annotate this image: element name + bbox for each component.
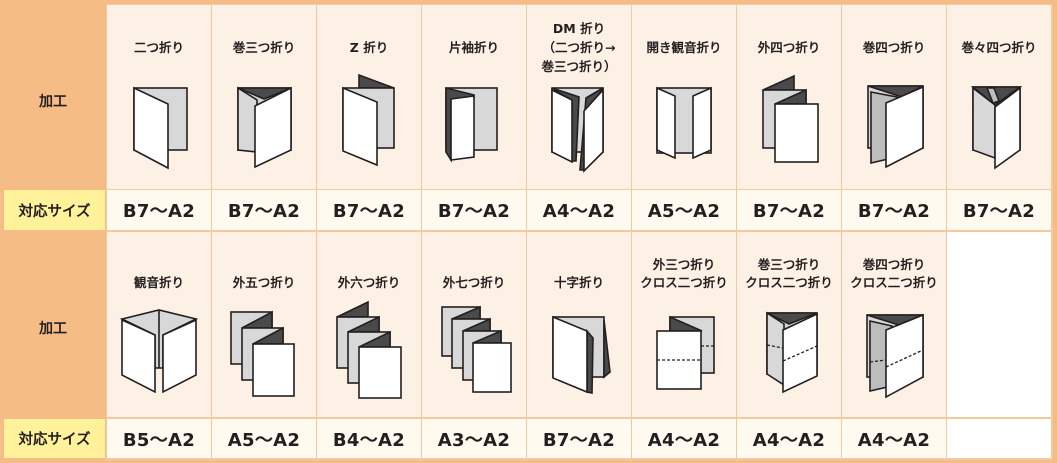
fold-cell: 観音折り — [107, 232, 211, 417]
size-cell: B7～A2 — [737, 190, 841, 230]
fold-cell: 二つ折り — [107, 5, 211, 189]
size-cell: B7～A2 — [842, 190, 946, 230]
fold-cell: 外七つ折り — [422, 232, 526, 417]
row-label-size: 対応サイズ — [4, 190, 105, 230]
fold-cell: 開き観音折り — [632, 5, 736, 189]
fold-cell: 十字折り — [527, 232, 631, 417]
fold-title: 外五つ折り — [232, 275, 296, 290]
double-roll-four-fold-icon — [970, 86, 1023, 170]
roll-tri-cross-fold-icon — [766, 311, 818, 394]
size-cell: A3～A2 — [422, 419, 526, 458]
fold-title: 片袖折り — [448, 40, 499, 55]
accordion-tri-cross-fold-icon — [656, 315, 715, 390]
fold-title: 外三つ折り クロス二つ折り — [640, 257, 728, 290]
fold-title: 外四つ折り — [757, 40, 821, 55]
fold-cell: 巻三つ折り — [212, 5, 316, 189]
fold-title: 開き観音折り — [646, 40, 722, 55]
fold-title: 二つ折り — [133, 40, 184, 55]
open-gate-fold-icon — [656, 86, 712, 160]
fold-cell: 外四つ折り — [737, 5, 841, 189]
accordion-seven-fold-icon — [441, 305, 512, 393]
fold-title: 巻三つ折り クロス二つ折り — [745, 257, 833, 290]
roll-tri-fold-icon — [237, 86, 292, 169]
row-label-process: 加工 — [39, 94, 67, 110]
gate-fold-icon — [119, 309, 199, 394]
fold-title: 十字折り — [553, 275, 604, 290]
dm-fold-icon — [551, 87, 604, 173]
z-fold-icon — [342, 73, 395, 167]
two-fold-icon — [133, 86, 188, 170]
fold-title: 巻々四つ折り — [961, 40, 1037, 55]
fold-title: 外七つ折り — [442, 275, 506, 290]
size-cell: A4～A2 — [842, 419, 946, 458]
accordion-six-fold-icon — [336, 300, 402, 399]
size-cell: B7～A2 — [107, 190, 211, 230]
single-sleeve-fold-icon — [445, 86, 498, 163]
row-label-process: 加工 — [39, 321, 67, 337]
roll-four-fold-icon — [867, 85, 924, 169]
size-cell: A5～A2 — [212, 419, 316, 458]
size-cell: A4～A2 — [632, 419, 736, 458]
size-cell: B7～A2 — [527, 419, 631, 458]
fold-cell: 外五つ折り — [212, 232, 316, 417]
fold-cell: 巻四つ折り — [842, 5, 946, 189]
fold-title: 外六つ折り — [337, 275, 401, 290]
fold-title: DM 折り （二つ折り→ 巻三つ折り） — [541, 21, 617, 74]
accordion-five-fold-icon — [230, 310, 295, 397]
empty-size-cell — [947, 419, 1051, 458]
size-cell: B7～A2 — [947, 190, 1051, 230]
fold-cell: 巻々四つ折り — [947, 5, 1051, 189]
fold-title: 巻四つ折り — [862, 40, 926, 55]
size-cell: A5～A2 — [632, 190, 736, 230]
size-cell: B7～A2 — [317, 190, 421, 230]
fold-cell: DM 折り （二つ折り→ 巻三つ折り） — [527, 5, 631, 189]
fold-title: 巻四つ折り クロス二つ折り — [850, 257, 938, 290]
fold-title: 巻三つ折り — [232, 40, 296, 55]
fold-cell: 巻三つ折り クロス二つ折り — [737, 232, 841, 417]
size-cell: A4～A2 — [527, 190, 631, 230]
fold-title: Z 折り — [349, 40, 389, 55]
cross-fold-icon — [552, 315, 611, 394]
fold-cell: 巻四つ折り クロス二つ折り — [842, 232, 946, 417]
size-cell: B4～A2 — [317, 419, 421, 458]
accordion-four-fold-icon — [762, 74, 819, 163]
size-cell: B7～A2 — [212, 190, 316, 230]
fold-title: 観音折り — [133, 275, 184, 290]
size-cell: A4～A2 — [737, 419, 841, 458]
size-cell: B7～A2 — [422, 190, 526, 230]
fold-cell: Z 折り — [317, 5, 421, 189]
roll-four-cross-fold-icon — [866, 313, 924, 399]
fold-cell: 外六つ折り — [317, 232, 421, 417]
empty-cell — [947, 232, 1051, 417]
fold-cell: 片袖折り — [422, 5, 526, 189]
row-label-size: 対応サイズ — [4, 419, 105, 458]
fold-cell: 外三つ折り クロス二つ折り — [632, 232, 736, 417]
size-cell: B5～A2 — [107, 419, 211, 458]
